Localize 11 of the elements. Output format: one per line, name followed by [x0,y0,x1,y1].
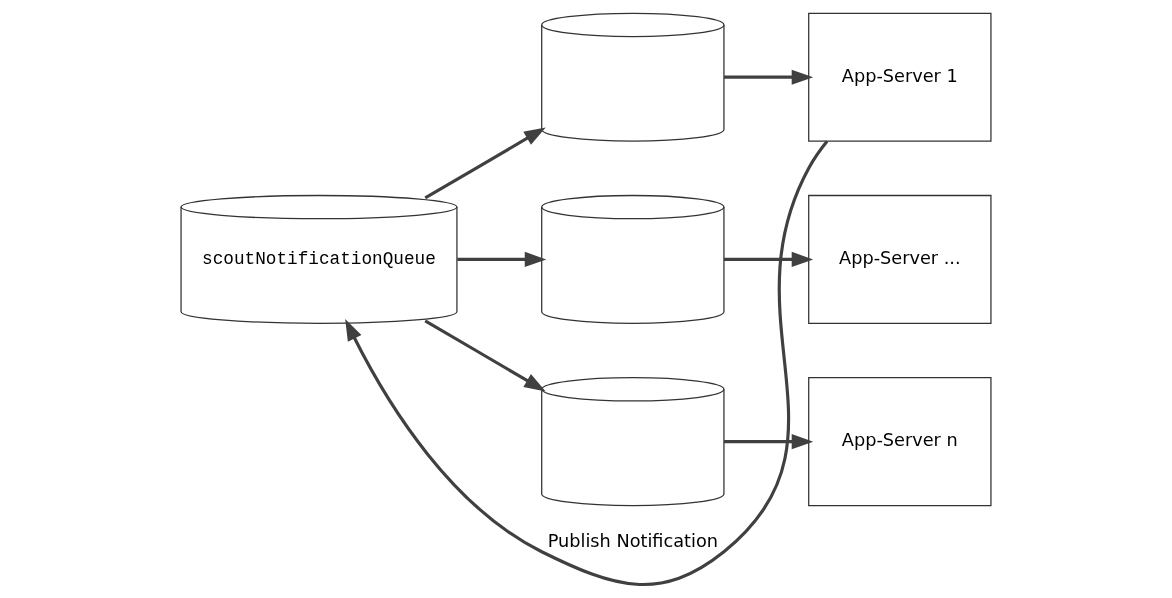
arrow [724,251,814,267]
arrow [457,251,547,267]
arrow [345,140,829,586]
arrow [424,319,546,392]
arrow [424,127,546,200]
node-box: App-Server n [808,377,992,507]
arrow [724,434,814,450]
edge-label: Publish Notification [547,530,718,551]
arrow [724,69,814,85]
node-box: App-Server 1 [808,12,992,142]
node-box: App-Server ... [808,194,992,324]
